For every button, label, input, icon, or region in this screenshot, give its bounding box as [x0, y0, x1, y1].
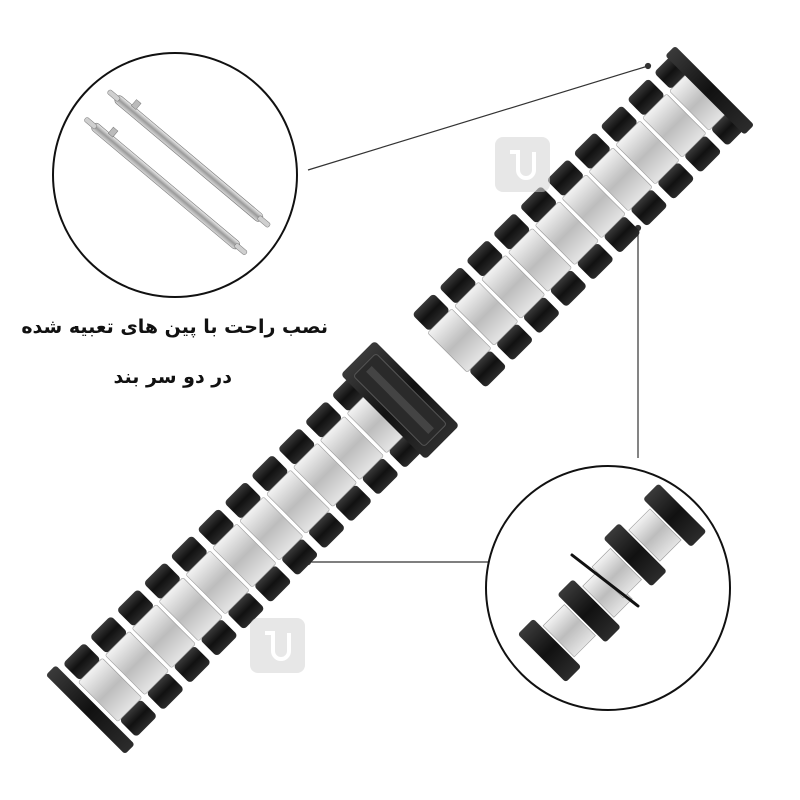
strap-link-outer	[685, 136, 721, 172]
strap-link-outer	[64, 644, 100, 680]
strap-link-outer	[467, 241, 503, 277]
strap-link-center	[562, 174, 626, 238]
strap-link-outer	[604, 217, 640, 252]
strap-link-center	[320, 416, 384, 480]
strap-link-outer	[147, 673, 183, 709]
link-removal-detail	[485, 465, 731, 711]
clasp-buckle	[342, 342, 458, 458]
strap-link-center	[481, 255, 545, 319]
spring-pins-detail	[52, 52, 298, 298]
strap-link-outer	[228, 593, 264, 629]
strap-link-center	[186, 551, 249, 614]
strap-link-center	[159, 578, 222, 641]
strap-end-bar	[666, 46, 754, 134]
strap-link-center	[132, 604, 196, 668]
strap-link-outer	[252, 456, 288, 491]
strap-link-outer	[601, 106, 637, 142]
strap-link-center	[78, 658, 142, 722]
caption-line-1: نصب راحت با پین های تعبیه شده	[21, 316, 328, 338]
strap-link-center	[535, 201, 599, 265]
watch-strap	[46, 46, 754, 754]
strap-link-outer	[658, 163, 694, 199]
strap-link-outer	[225, 482, 261, 518]
strap-end-bar	[46, 666, 134, 754]
strap-link-center	[428, 309, 491, 372]
strap-link-outer	[198, 509, 234, 545]
strap-link-outer	[282, 539, 318, 575]
strap-link-outer	[494, 214, 530, 250]
strap-link-center	[213, 524, 276, 587]
strap-link-outer	[171, 536, 207, 572]
strap-link-outer	[574, 133, 610, 169]
watermark-logo-icon	[250, 137, 550, 673]
strap-link-outer	[497, 324, 532, 360]
strap-link-outer	[144, 563, 180, 599]
strap-link-outer	[631, 190, 667, 226]
strap-link-outer	[306, 402, 342, 438]
strap-link-center	[589, 148, 652, 211]
strap-link-center	[266, 470, 330, 534]
strap-link-outer	[548, 160, 583, 196]
strap-link-outer	[91, 617, 127, 653]
caption-line-2: در دو سر بند	[113, 366, 232, 388]
strap-link-outer	[255, 566, 291, 602]
strap-link-outer	[550, 270, 586, 306]
strap-link-outer	[577, 243, 613, 279]
strap-link-outer	[279, 429, 315, 465]
strap-link-outer	[413, 294, 449, 330]
strap-link-outer	[120, 700, 156, 736]
strap-link-center	[508, 228, 572, 292]
strap-link-center	[454, 282, 518, 346]
strap-link-center	[293, 443, 357, 507]
strap-link-outer	[628, 79, 664, 115]
strap-link-outer	[201, 620, 237, 656]
strap-link-outer	[118, 590, 153, 626]
strap-link-center	[105, 631, 169, 695]
strap-link-outer	[523, 297, 559, 333]
strap-link-outer	[521, 187, 557, 223]
strap-link-outer	[440, 268, 476, 303]
strap-link-outer	[335, 485, 371, 521]
strap-link-outer	[309, 512, 344, 548]
strap-link-outer	[362, 458, 398, 494]
strap-link-center	[616, 121, 679, 184]
strap-link-outer	[470, 351, 506, 387]
strap-link-center	[643, 94, 706, 157]
strap-link-center	[240, 497, 303, 560]
strap-link-outer	[174, 647, 210, 682]
